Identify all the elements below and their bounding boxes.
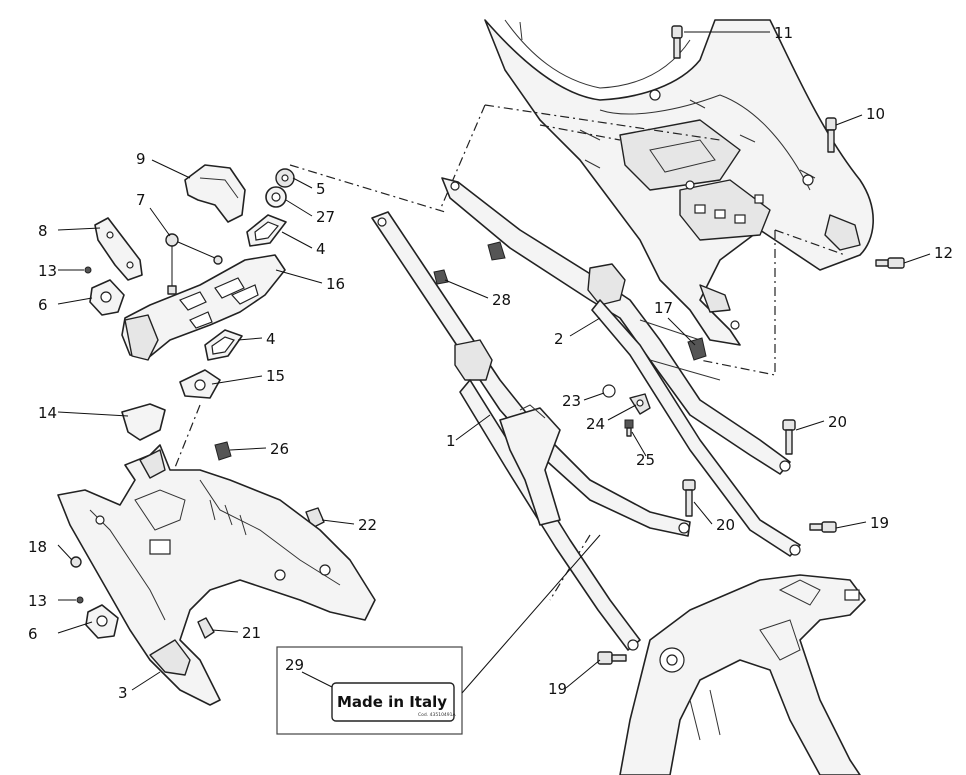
label-4-upper: 4 (316, 240, 326, 258)
label-24: 24 (586, 415, 605, 433)
label-2: 2 (554, 330, 564, 348)
made-in-italy-sticker (331, 682, 455, 722)
frame-tube-1 (371, 211, 691, 651)
label-13-upper: 13 (38, 262, 57, 280)
sticker-text: Made in Italy (337, 693, 447, 711)
label-6-lower: 6 (28, 625, 38, 643)
rear-mudguard (57, 444, 376, 706)
label-15: 15 (266, 367, 285, 385)
label-4-lower: 4 (266, 330, 276, 348)
label-10: 10 (866, 105, 885, 123)
label-5: 5 (316, 180, 326, 198)
sticker-code: Cod. 43510491A (418, 712, 457, 718)
label-3: 3 (118, 684, 128, 702)
label-13-lower: 13 (28, 592, 47, 610)
part-labels: 11 10 12 9 5 7 27 8 4 13 16 28 6 17 2 4 … (28, 24, 953, 702)
label-12: 12 (934, 244, 953, 262)
label-21: 21 (242, 624, 261, 642)
label-26: 26 (270, 440, 289, 458)
frame-tube-2 (441, 177, 801, 557)
label-6-upper: 6 (38, 296, 48, 314)
label-9: 9 (136, 150, 146, 168)
leader-lines (57, 31, 931, 691)
label-14: 14 (38, 404, 57, 422)
label-28: 28 (492, 291, 511, 309)
label-27: 27 (316, 208, 335, 226)
label-20-upper: 20 (828, 413, 847, 431)
sticker-callout: Made in Italy Cod. 43510491A (276, 534, 601, 735)
bolts-right (433, 25, 905, 665)
rear-seat-frame (484, 19, 874, 346)
label-16: 16 (326, 275, 345, 293)
left-components (70, 164, 325, 639)
label-7: 7 (136, 191, 146, 209)
label-17: 17 (654, 299, 673, 317)
label-25: 25 (636, 451, 655, 469)
label-20-lower: 20 (716, 516, 735, 534)
label-29: 29 (285, 656, 304, 674)
label-11: 11 (774, 24, 793, 42)
label-22: 22 (358, 516, 377, 534)
main-frame-lower (619, 574, 866, 775)
label-18: 18 (28, 538, 47, 556)
label-1: 1 (446, 432, 456, 450)
label-23: 23 (562, 392, 581, 410)
label-19-bottom: 19 (548, 680, 567, 698)
label-8: 8 (38, 222, 48, 240)
label-19-right: 19 (870, 514, 889, 532)
